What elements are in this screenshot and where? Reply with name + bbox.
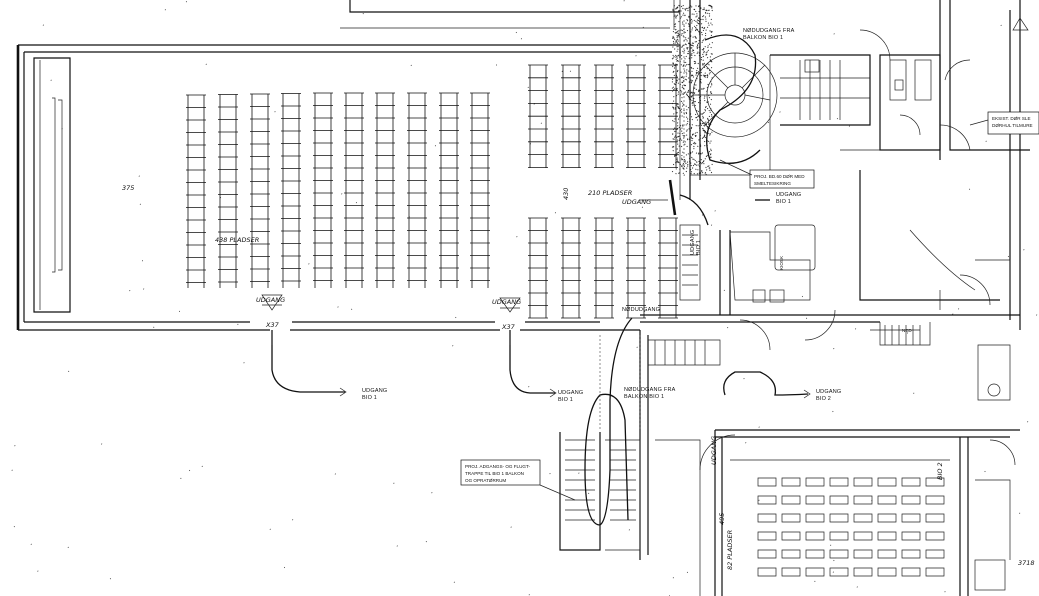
seat-row (313, 92, 333, 288)
label-size-left: X37 (265, 321, 280, 329)
label-size-right: X37 (501, 323, 516, 331)
label-udgang-left-marker: UDGANG (256, 296, 285, 304)
label-dim-430: 430 (562, 188, 570, 200)
label-438-pladser: 438 PLADSER (215, 236, 259, 244)
label-udgang-bio1-right-1: UDGANG (690, 230, 696, 255)
label-udgang-bio1-left-2: BIO 1 (362, 395, 377, 401)
seat-row (594, 64, 614, 168)
label-nodudgang-balkon-top-2: BALKON BIO 1 (743, 35, 783, 41)
seat-row (528, 64, 548, 168)
label-udgang-bio2-2: BIO 2 (816, 396, 831, 402)
label-eksist-door-1: EKSIST. DØR SLE (992, 116, 1031, 121)
proj-door-box (749, 169, 815, 189)
proj-door-leader (719, 159, 753, 176)
seat-row (375, 92, 395, 288)
label-kiosk: KIOSK (779, 255, 784, 270)
label-bio2: BIO 2 (936, 462, 944, 480)
label-proj-stair-2: TRAPPE TIL BIO 1 BALKON (465, 471, 524, 476)
plan-labels: NØDUDGANG FRA BALKON BIO 1 EKSIST. DØR S… (122, 28, 1039, 570)
exit-routes (261, 179, 811, 399)
seat-row (344, 92, 364, 288)
proj-stair-box (460, 459, 541, 486)
label-udgang-bio1-center-2: BIO 1 (776, 199, 791, 205)
label-210-pladser: 210 PLADSER (588, 189, 632, 197)
seat-row (186, 94, 206, 288)
eksist-door-leader (969, 119, 989, 126)
label-nodudgang-mid: NØDUDGANG (622, 307, 660, 313)
seat-row (218, 94, 238, 288)
seat-row (626, 217, 646, 319)
label-nodudgang-balkon-top-1: NØDUDGANG FRA (743, 28, 795, 34)
label-udgang-right-marker: UDGANG (492, 298, 521, 306)
label-dim-495: 495 (718, 513, 726, 525)
bio2-seat-row (757, 477, 945, 487)
label-udgang-bio1-center-1: UDGANG (776, 192, 801, 198)
seat-row (470, 92, 490, 288)
bio2-seat-row (757, 549, 945, 559)
bio2-seat-row (757, 495, 945, 505)
label-udgang-bio1-left-1: UDGANG (362, 388, 387, 394)
label-nodudgang-balkon-lower-1: NØDUDGANG FRA (624, 387, 676, 393)
flight-stair (539, 317, 641, 551)
seat-row (528, 217, 548, 319)
seat-row (658, 64, 678, 168)
label-eksist-door-2: DØRHUL TILMURE (992, 123, 1033, 128)
seat-row (658, 217, 678, 319)
bio2-seat-row (757, 567, 945, 577)
seat-row (561, 217, 581, 319)
label-proj-stair-1: PROJ. ADGANGS- OG FLUGT- (465, 464, 531, 469)
seat-row (626, 64, 646, 168)
label-bottom-right-note: 3718 (1018, 559, 1035, 567)
label-udgang-small: UDGANG (710, 436, 718, 465)
label-udgang-bio1-mid-2: BIO 1 (558, 397, 573, 403)
label-udgang-bio1-right-2: BIO 1 (696, 240, 702, 255)
label-udgang-bio1-mid-1: UDGANG (558, 390, 583, 396)
eksist-door-box (987, 111, 1039, 135)
label-udgang-center: UDGANG (622, 198, 651, 206)
seating-block-main (186, 92, 490, 288)
bio2-auditorium (655, 429, 1020, 596)
seat-row (594, 217, 614, 319)
seat-row (439, 92, 459, 288)
label-proj-door-1: PROJ. BD.60 DØR MED (754, 174, 805, 179)
label-udgang-bio2-1: UDGANG (816, 389, 841, 395)
bio1-auditorium-walls (16, 0, 701, 331)
seat-row (250, 93, 270, 288)
seating-block-bio2 (757, 477, 945, 577)
scan-speckles (11, 0, 1038, 596)
seating-block-upper-right (528, 64, 678, 168)
scan-noise (11, 0, 1038, 596)
label-proj-stair-3: OG OPRATØRRUM (465, 478, 506, 483)
stair-block-top-right (770, 0, 1030, 330)
seat-row (561, 64, 581, 168)
bio2-seat-row (757, 531, 945, 541)
bio2-seat-row (757, 513, 945, 523)
seating-block-lower-right (528, 217, 678, 319)
seat-row (407, 92, 427, 288)
label-nodudgang-balkon-lower-2: BALKON BIO 1 (624, 394, 664, 400)
label-ned: NED (902, 328, 912, 333)
label-82-pladser: 82 PLADSER (726, 530, 734, 570)
label-dim-375: 375 (122, 184, 134, 192)
label-proj-door-2: SMELTESIKRING (754, 181, 791, 186)
seat-row (281, 93, 301, 288)
